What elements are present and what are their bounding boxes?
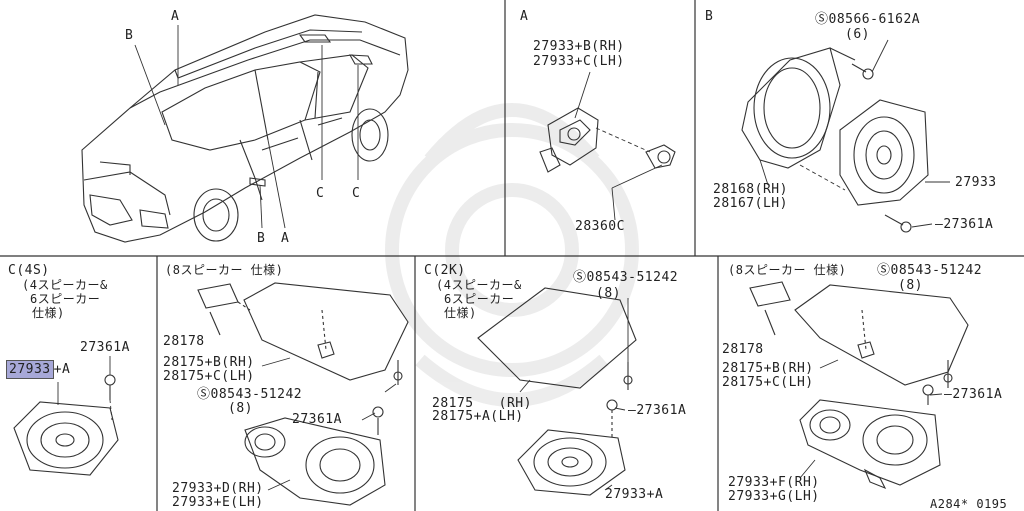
panel-8sp-left-handle[interactable]: 28178 xyxy=(163,334,205,349)
panel-c2k-note-1: (4スピーカー& xyxy=(436,278,522,292)
car-callout-b-bottom: B xyxy=(257,231,266,246)
panel-8sp-left-speaker-rh[interactable]: 27933+D(RH) xyxy=(172,481,264,496)
panel-c4s-leaders xyxy=(57,356,113,421)
panel-c2k-note-3: 仕様) xyxy=(444,306,477,320)
panel-c2k-cover-lh[interactable]: 28175+A(LH) xyxy=(432,409,524,424)
panel-b-speaker[interactable]: 27933 xyxy=(955,175,997,190)
panel-c4s-bolt[interactable]: 27361A xyxy=(80,340,130,355)
panel-8sp-right-title: (8スピーカー 仕様) xyxy=(728,263,847,277)
car-callout-c-2: C xyxy=(352,186,361,201)
panel-a-leaders xyxy=(574,71,663,221)
panel-c4s-note-1: (4スピーカー& xyxy=(22,278,108,292)
car-callout-a-top: A xyxy=(171,9,180,24)
car-callout-a-bottom: A xyxy=(281,231,290,246)
trim-cover-2k xyxy=(477,287,637,496)
panel-c2k-bolt[interactable]: —27361A xyxy=(628,403,687,418)
panel-c4s-speaker[interactable]: 27933+A xyxy=(6,360,71,379)
panel-8sp-left-title: (8スピーカー 仕様) xyxy=(165,263,284,277)
panel-b-bracket-lh[interactable]: 28167(LH) xyxy=(713,196,788,211)
panel-a-title: A xyxy=(520,9,529,24)
panel-b-title: B xyxy=(705,9,714,24)
panel-c2k-title: C(2K) xyxy=(424,263,466,278)
car-illustration xyxy=(81,14,409,243)
panel-c4s-note-2: 6スピーカー xyxy=(30,292,101,306)
speaker-4s-c xyxy=(13,374,119,476)
panel-8sp-left-screw-qty: (8) xyxy=(228,401,253,416)
panel-8sp-right-screw-qty: (8) xyxy=(898,278,923,293)
panel-8sp-left-screw[interactable]: Ⓢ08543-51242 xyxy=(197,387,303,402)
panel-b-screw-qty: (6) xyxy=(845,27,870,42)
panel-2k-leaders xyxy=(519,298,629,491)
diagram-reference-code: A284* 0195 xyxy=(930,497,1008,511)
speaker-bracket-b xyxy=(741,47,929,233)
panel-c2k-cover-rh[interactable]: 28175 (RH) xyxy=(432,396,532,411)
panel-c4s-note-3: 仕様) xyxy=(32,306,65,320)
panel-8sp-right-bolt[interactable]: —27361A xyxy=(944,387,1003,402)
panel-8sp-left-leaders xyxy=(261,357,397,491)
panel-8sp-left-speaker-lh[interactable]: 27933+E(LH) xyxy=(172,495,264,510)
panel-8sp-right-cover-lh[interactable]: 28175+C(LH) xyxy=(722,375,814,390)
panel-8sp-left-cover-lh[interactable]: 28175+C(LH) xyxy=(163,369,255,384)
car-callout-c-1: C xyxy=(316,186,325,201)
car-callout-b-top: B xyxy=(125,28,134,43)
trim-cover-8sp-right xyxy=(749,281,969,490)
trim-cover-8sp-left xyxy=(197,282,409,506)
panel-a-part-clip[interactable]: 28360C xyxy=(575,219,625,234)
panel-c2k-note-2: 6スピーカー xyxy=(444,292,515,306)
panel-8sp-right-screw[interactable]: Ⓢ08543-51242 xyxy=(877,263,983,278)
panel-b-screw[interactable]: Ⓢ08566-6162A xyxy=(815,12,921,27)
panel-8sp-left-bolt[interactable]: 27361A xyxy=(292,412,342,427)
tweeter-unit-a xyxy=(539,107,676,173)
panel-8sp-right-leaders xyxy=(799,359,943,479)
panel-c4s-title: C(4S) xyxy=(8,263,50,278)
watermark-emblem xyxy=(385,103,639,407)
car-leader-lines xyxy=(134,25,359,229)
panel-8sp-right-handle[interactable]: 28178 xyxy=(722,342,764,357)
panel-c2k-speaker[interactable]: 27933+A xyxy=(605,487,664,502)
panel-c2k-screw[interactable]: Ⓢ08543-51242 xyxy=(573,270,679,285)
highlighted-part-number[interactable]: 27933 xyxy=(6,360,54,379)
panel-8sp-left-cover-rh[interactable]: 28175+B(RH) xyxy=(163,355,255,370)
panel-b-leaders xyxy=(759,39,950,228)
panel-a-part-rh[interactable]: 27933+B(RH) xyxy=(533,39,625,54)
panel-c2k-screw-qty: (8) xyxy=(596,286,621,301)
panel-b-bracket-rh[interactable]: 28168(RH) xyxy=(713,182,788,197)
panel-c4s-speaker-suffix: +A xyxy=(53,362,71,377)
panel-b-bolt[interactable]: —27361A xyxy=(935,217,994,232)
panel-8sp-right-speaker-rh[interactable]: 27933+F(RH) xyxy=(728,475,820,490)
panel-8sp-right-cover-rh[interactable]: 28175+B(RH) xyxy=(722,361,814,376)
panel-8sp-right-speaker-lh[interactable]: 27933+G(LH) xyxy=(728,489,820,504)
panel-a-part-lh[interactable]: 27933+C(LH) xyxy=(533,54,625,69)
